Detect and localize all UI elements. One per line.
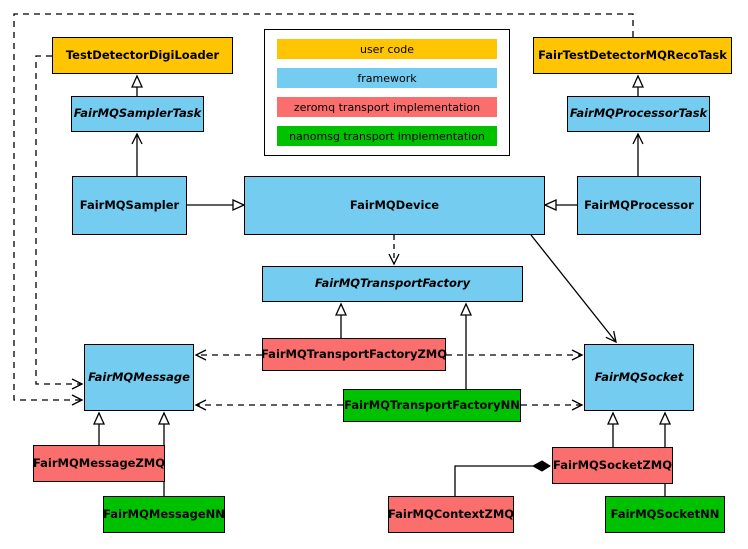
class-box-label: FairMQSamplerTask [73,106,202,121]
edge-device-to-socket [530,234,617,344]
legend-item-nanomsg: nanomsg transport implementation [277,126,497,146]
class-box-FairMQSocket[interactable]: FairMQSocket [584,344,694,411]
class-box-label: FairTestDetectorMQRecoTask [538,47,727,62]
class-box-FairMQDevice[interactable]: FairMQDevice [244,176,545,235]
class-box-FairMQTransportFactory[interactable]: FairMQTransportFactory [262,266,523,302]
class-box-label: FairMQProcessorTask [569,106,708,121]
class-box-label: FairMQSocketZMQ [553,457,672,472]
legend-panel: user code framework zeromq transport imp… [264,29,510,156]
legend-item-framework: framework [277,68,497,88]
class-box-label: FairMQContextZMQ [387,506,515,521]
class-box-label: FairMQSocket [594,369,684,384]
class-box-label: FairMQTransportFactoryZMQ [261,346,448,361]
class-box-TestDetectorDigiLoader[interactable]: TestDetectorDigiLoader [52,37,233,74]
class-box-FairMQProcessorTask[interactable]: FairMQProcessorTask [567,96,710,132]
class-box-FairMQTransportFactoryNN[interactable]: FairMQTransportFactoryNN [343,389,521,422]
class-box-FairTestDetectorMQRecoTask[interactable]: FairTestDetectorMQRecoTask [533,37,732,74]
class-box-label: FairMQSocketNN [610,506,720,521]
class-box-label: FairMQDevice [349,197,440,212]
class-box-FairMQContextZMQ[interactable]: FairMQContextZMQ [388,496,514,533]
legend-item-zeromq: zeromq transport implementation [277,97,497,117]
class-box-FairMQMessage[interactable]: FairMQMessage [84,344,194,411]
class-box-FairMQSocketZMQ[interactable]: FairMQSocketZMQ [552,447,673,484]
class-box-label: TestDetectorDigiLoader [65,47,220,62]
class-box-label: FairMQProcessor [584,197,694,212]
class-box-FairMQTransportFactoryZMQ[interactable]: FairMQTransportFactoryZMQ [261,338,448,371]
class-box-FairMQSampler[interactable]: FairMQSampler [72,176,187,235]
class-box-FairMQMessageZMQ[interactable]: FairMQMessageZMQ [33,445,165,482]
edge-socketzmq-composes-contextzmq [454,460,551,496]
class-box-label: FairMQMessageZMQ [32,455,166,470]
class-box-label: FairMQTransportFactoryNN [344,397,520,412]
class-box-label: FairMQMessageNN [103,506,225,521]
class-box-label: FairMQMessage [88,369,190,384]
legend-item-user-code: user code [277,39,497,59]
class-box-label: FairMQTransportFactory [314,276,471,291]
class-box-FairMQSamplerTask[interactable]: FairMQSamplerTask [71,96,204,132]
class-box-label: FairMQSampler [79,197,180,212]
class-box-FairMQSocketNN[interactable]: FairMQSocketNN [605,496,725,533]
class-box-FairMQProcessor[interactable]: FairMQProcessor [577,176,701,235]
class-box-FairMQMessageNN[interactable]: FairMQMessageNN [103,496,225,533]
